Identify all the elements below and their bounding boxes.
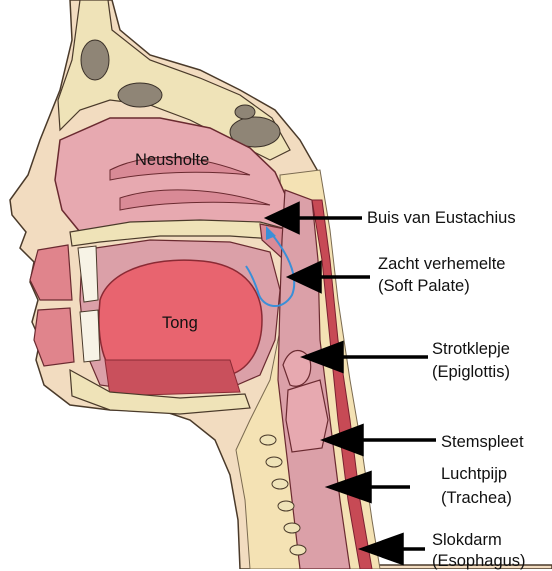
label-soft-palate: Zacht verhemelte [378,254,505,274]
label-eustachian-tube: Buis van Eustachius [367,208,516,228]
frontal-sinus [81,40,109,80]
tongue-muscle [105,360,240,396]
label-trachea-english: (Trachea) [441,488,512,508]
label-nasal-cavity: Neusholte [135,150,209,170]
label-glottis: Stemspleet [441,432,524,452]
larynx [286,380,328,452]
label-esophagus: Slokdarm [432,530,502,550]
lower-tooth [80,310,100,362]
label-trachea: Luchtpijp [441,464,507,484]
label-esophagus-english: (Esophagus) [432,551,526,571]
sphenoid-sinus-top [118,83,162,107]
sinus-small [235,105,255,119]
label-epiglottis-english: (Epiglottis) [432,362,510,382]
label-tongue: Tong [162,313,198,333]
label-epiglottis: Strotklepje [432,339,510,359]
label-soft-palate-english: (Soft Palate) [378,276,470,296]
